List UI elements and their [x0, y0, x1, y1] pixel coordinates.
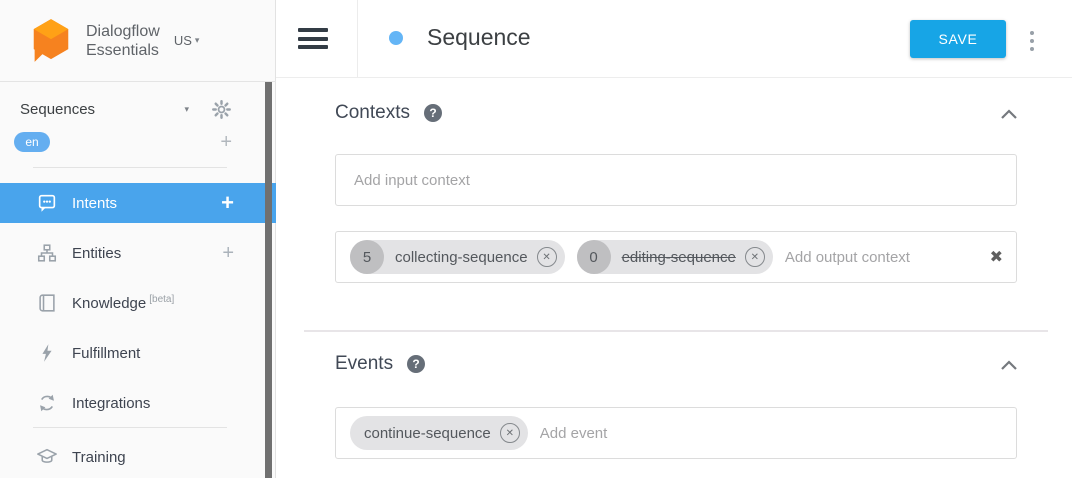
- sync-arrows-icon: [40, 394, 54, 412]
- event-chip: continue-sequence ✕: [350, 416, 528, 450]
- logo-section: Dialogflow Essentials US ▾: [0, 0, 276, 82]
- chat-bubble-icon: [38, 194, 56, 212]
- sidebar-divider: [33, 167, 227, 168]
- contexts-section-title: Contexts ?: [335, 102, 442, 124]
- caret-down-icon: ▾: [194, 35, 200, 45]
- lightning-bolt-icon: [42, 344, 52, 362]
- context-chip-label: editing-sequence: [621, 248, 736, 266]
- clear-output-contexts-icon[interactable]: ✖: [989, 249, 1003, 266]
- contexts-collapse-chevron-up-icon[interactable]: [1000, 109, 1018, 120]
- entities-sitemap-icon: [37, 244, 57, 262]
- sidebar-scrollbar[interactable]: [265, 82, 272, 478]
- sidebar-item-label: Training: [72, 448, 126, 466]
- context-chip-label: collecting-sequence: [395, 248, 528, 266]
- header-divider: [357, 0, 358, 77]
- remove-chip-icon[interactable]: ✕: [499, 423, 520, 443]
- dialogflow-logo-icon: [33, 18, 69, 62]
- remove-chip-icon[interactable]: ✕: [744, 247, 765, 267]
- page-title: Sequence: [427, 24, 531, 50]
- events-field: continue-sequence ✕: [335, 407, 1017, 459]
- region-label: US: [173, 33, 192, 48]
- language-row: en +: [0, 128, 276, 156]
- sidebar-item-label: Knowledge[beta]: [72, 294, 175, 312]
- contexts-help-icon[interactable]: ?: [423, 104, 442, 122]
- add-language-button[interactable]: +: [220, 131, 232, 153]
- beta-badge: [beta]: [149, 294, 175, 305]
- events-collapse-chevron-up-icon[interactable]: [1000, 360, 1018, 371]
- region-selector[interactable]: US ▾: [174, 33, 200, 48]
- save-button[interactable]: SAVE: [910, 20, 1006, 58]
- event-chip-label: continue-sequence: [364, 424, 491, 442]
- agent-row: Sequences ▾: [0, 92, 276, 126]
- add-input-context-input[interactable]: [354, 171, 1000, 189]
- remove-chip-icon[interactable]: ✕: [536, 247, 557, 267]
- add-entity-button[interactable]: +: [222, 242, 234, 264]
- sidebar-item-training[interactable]: Training: [0, 437, 276, 477]
- intent-status-dot: [389, 31, 403, 45]
- add-output-context-input[interactable]: [784, 248, 976, 266]
- book-icon: [39, 294, 55, 312]
- output-context-field: 5 collecting-sequence ✕ 0 editing-sequen…: [335, 231, 1017, 283]
- events-section-title: Events ?: [335, 353, 426, 375]
- context-lifespan-badge: 5: [350, 240, 384, 274]
- language-tab-en[interactable]: en: [14, 132, 50, 152]
- agent-name-dropdown[interactable]: Sequences: [20, 100, 96, 118]
- contexts-title: Contexts: [335, 102, 410, 123]
- header-bar: Sequence SAVE: [276, 0, 1072, 78]
- sidebar-item-label: Intents: [72, 194, 118, 212]
- sidebar-item-intents[interactable]: Intents +: [0, 183, 276, 223]
- sidebar: Dialogflow Essentials US ▾ Sequences ▾: [0, 0, 276, 478]
- events-title: Events: [335, 353, 394, 374]
- add-intent-button[interactable]: +: [221, 190, 234, 215]
- output-context-chip: 0 editing-sequence ✕: [576, 240, 773, 274]
- sidebar-item-integrations[interactable]: Integrations: [0, 383, 276, 423]
- sidebar-item-knowledge[interactable]: Knowledge[beta]: [0, 283, 276, 323]
- sidebar-item-label: Entities: [72, 244, 122, 262]
- brand-line1: Dialogflow: [86, 22, 160, 40]
- hamburger-menu-icon[interactable]: [298, 28, 328, 49]
- agent-settings-gear-icon[interactable]: [211, 99, 232, 120]
- output-context-chip: 5 collecting-sequence ✕: [350, 240, 565, 274]
- events-help-icon[interactable]: ?: [407, 355, 426, 373]
- context-lifespan-badge: 0: [576, 240, 611, 274]
- intent-editor: Contexts ? 5 collecting-sequence ✕ 0 edi…: [276, 78, 1072, 478]
- sidebar-item-label: Fulfillment: [72, 344, 141, 362]
- sidebar-item-entities[interactable]: Entities +: [0, 233, 276, 273]
- brand-name: Dialogflow Essentials: [86, 22, 160, 60]
- section-divider: [304, 330, 1048, 332]
- input-context-field: [335, 154, 1017, 206]
- agent-caret-down-icon[interactable]: ▾: [184, 103, 189, 114]
- more-options-kebab-icon[interactable]: [1026, 29, 1038, 53]
- sidebar-item-label: Integrations: [72, 394, 151, 412]
- sidebar-item-fulfillment[interactable]: Fulfillment: [0, 333, 276, 373]
- add-event-input[interactable]: [539, 424, 1000, 442]
- graduation-cap-icon: [37, 448, 57, 463]
- sidebar-divider: [33, 427, 227, 428]
- brand-line2: Essentials: [86, 41, 159, 59]
